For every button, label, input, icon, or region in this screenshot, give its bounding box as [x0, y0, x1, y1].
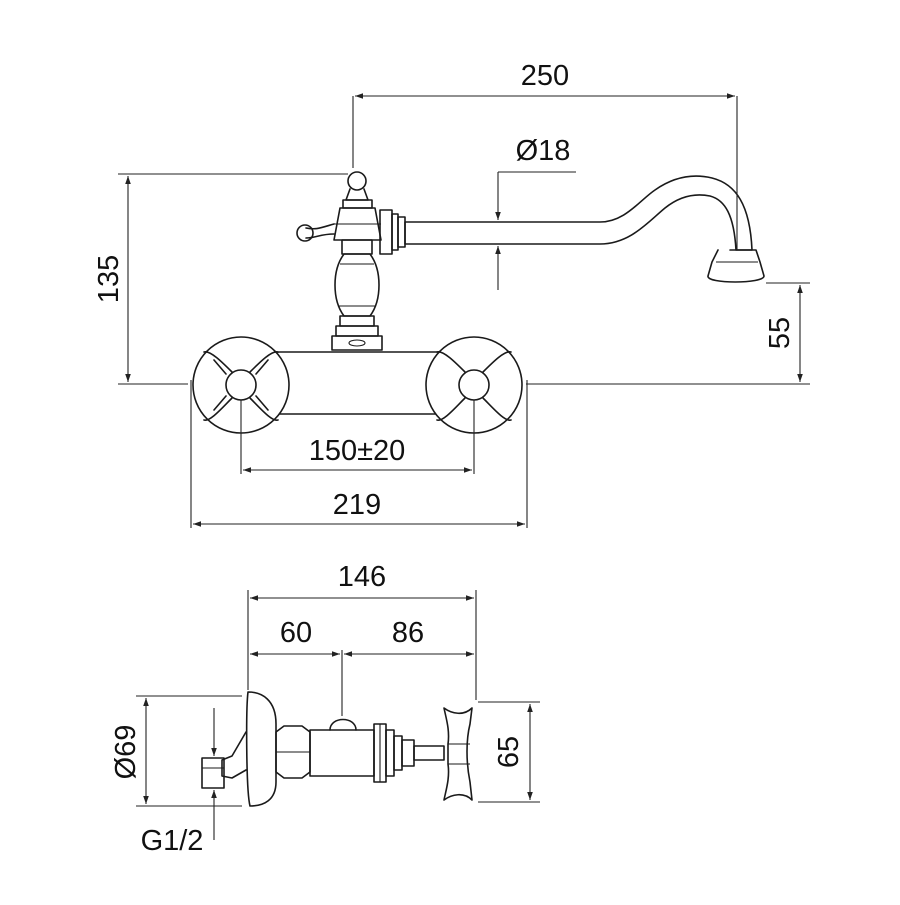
dim-135-label: 135	[93, 255, 125, 303]
dim-60-label: 60	[280, 617, 312, 649]
dim-86-label: 86	[392, 617, 424, 649]
front-view: 250 Ø18 135 55 150±20	[93, 60, 810, 528]
stem	[413, 745, 445, 761]
side-cross-handle	[443, 707, 473, 801]
dim-d69-label: Ø69	[110, 725, 142, 780]
dim-65	[478, 701, 540, 803]
wall-flange	[245, 691, 277, 807]
dim-135	[118, 173, 348, 385]
dim-d69	[136, 695, 242, 807]
right-handle	[425, 336, 523, 434]
left-handle	[192, 336, 290, 434]
dim-146	[247, 590, 477, 700]
dim-219	[190, 380, 528, 528]
dim-219-label: 219	[333, 489, 381, 521]
hex-nut	[275, 725, 311, 779]
valve-column	[331, 239, 383, 351]
dim-250	[352, 93, 738, 250]
dim-thread-label: G1/2	[141, 825, 204, 857]
spout-outlet	[707, 249, 765, 283]
top-cross-handle	[296, 171, 382, 242]
dim-146-label: 146	[338, 561, 386, 593]
dim-d18-label: Ø18	[516, 135, 571, 167]
spout	[404, 175, 753, 251]
dim-d18	[495, 171, 576, 290]
inlet-nut	[201, 757, 225, 789]
spout-collar	[379, 209, 406, 255]
inlet-pipe	[221, 731, 247, 779]
dim-250-label: 250	[521, 60, 569, 92]
bonnet	[373, 723, 415, 783]
dim-55	[526, 282, 810, 385]
dim-150-label: 150±20	[309, 435, 406, 467]
side-view: 146 60 86 Ø69 65 G1/2	[110, 561, 540, 857]
dim-150	[240, 400, 475, 474]
dim-65-label: 65	[493, 736, 525, 768]
dim-60-86	[250, 650, 474, 716]
dim-55-label: 55	[764, 317, 796, 349]
side-body	[309, 718, 375, 777]
